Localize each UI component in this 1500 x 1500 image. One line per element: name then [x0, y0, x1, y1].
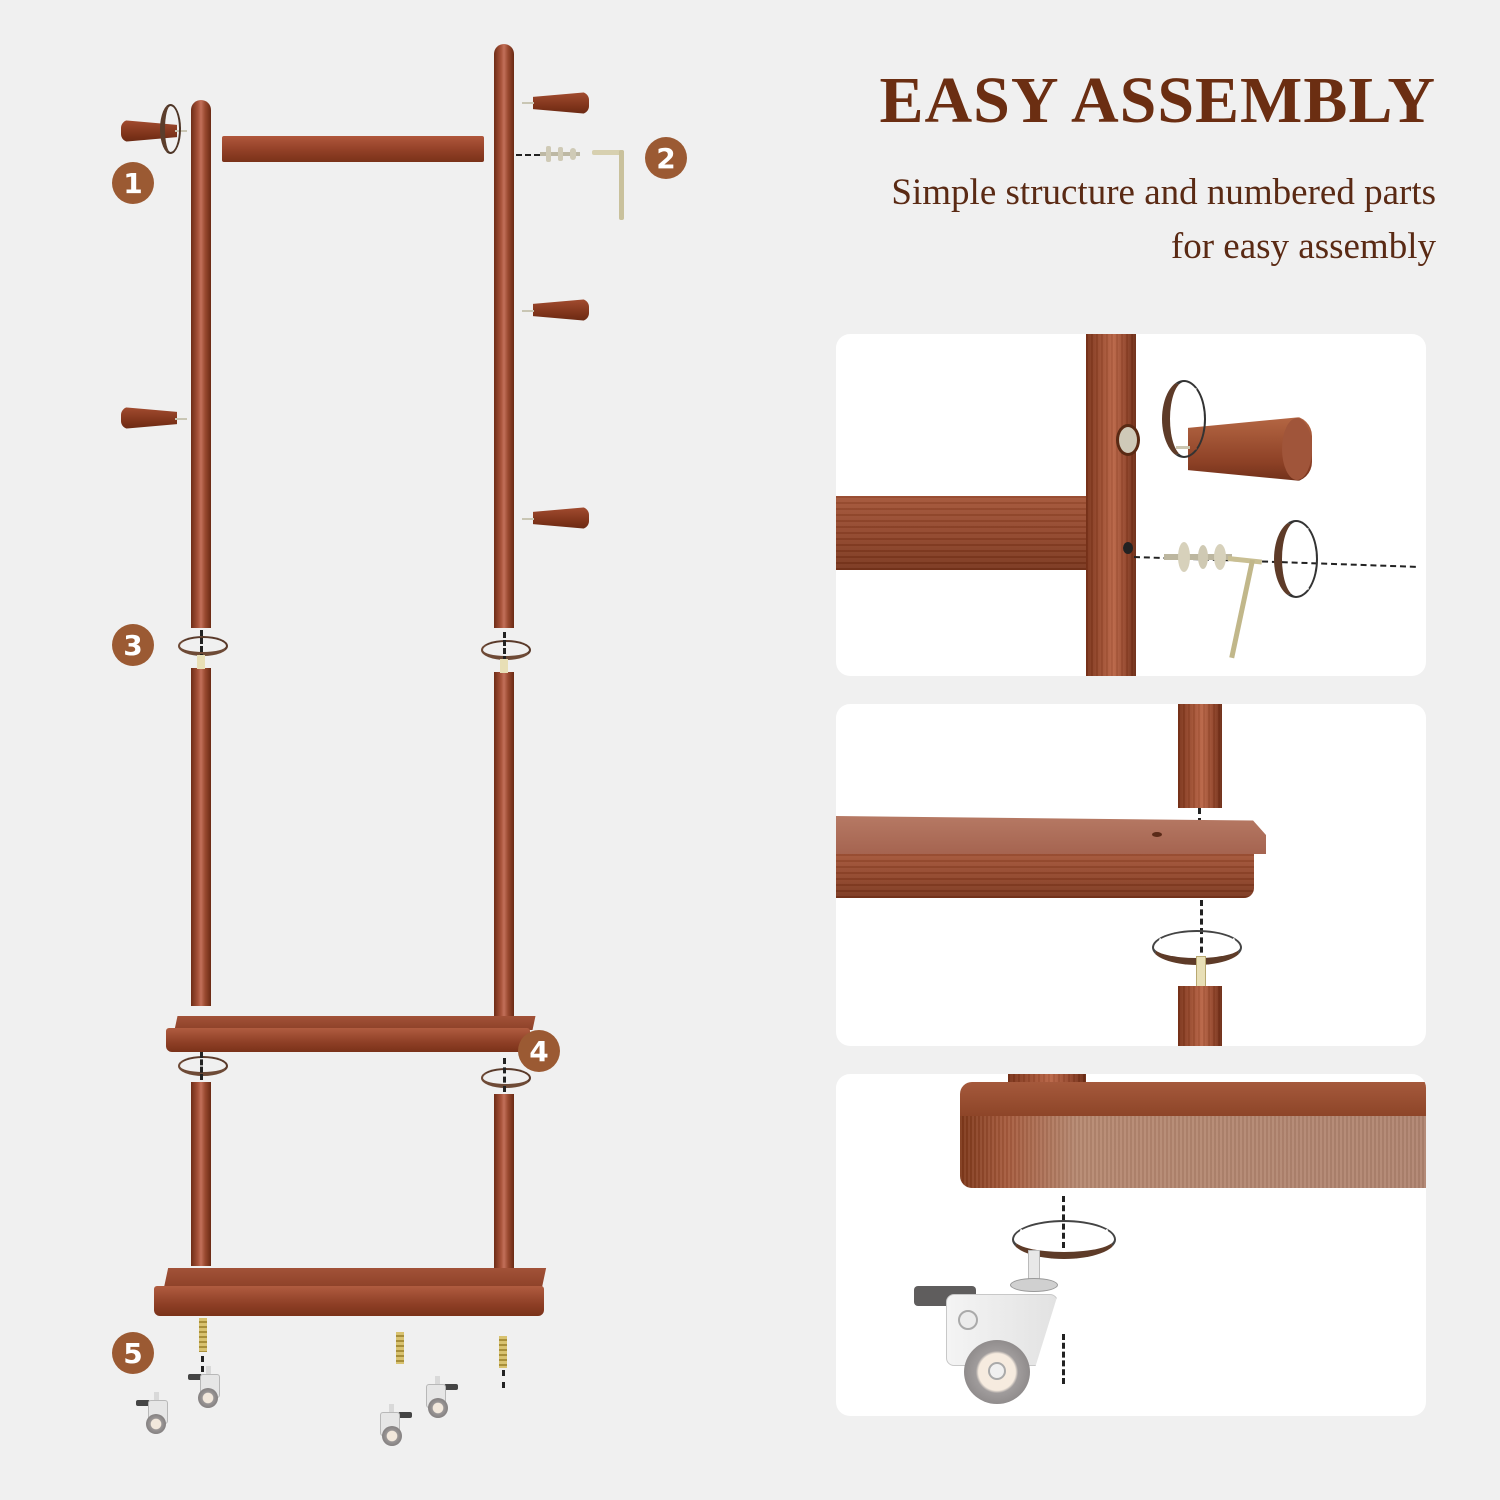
rotate-arrow-icon	[481, 640, 531, 660]
caster-screw	[199, 1318, 207, 1352]
hook-pin	[522, 310, 534, 312]
shelf-hole	[1152, 832, 1162, 837]
step-badge-4: 4	[518, 1030, 560, 1072]
pole-closeup	[1086, 334, 1136, 676]
allen-key-closeup	[1227, 556, 1264, 664]
page-title: EASY ASSEMBLY	[879, 64, 1436, 137]
hook-pin	[522, 518, 534, 520]
caster-screw	[396, 1332, 404, 1364]
step-badge-1: 1	[112, 162, 154, 204]
rotate-arrow-icon	[178, 1056, 228, 1076]
subtitle-line-1: Simple structure and numbered parts	[891, 172, 1436, 213]
bolt-closeup	[1164, 542, 1232, 572]
crossbar-closeup	[836, 496, 1086, 570]
alignment-line	[1198, 808, 1201, 824]
bottom-shelf-closeup-edge	[960, 1116, 1426, 1188]
alignment-line	[1062, 1334, 1065, 1384]
hook-right-2	[533, 299, 589, 321]
alignment-line	[200, 630, 203, 660]
page-subtitle: Simple structure and numbered parts for …	[676, 166, 1436, 274]
bottom-shelf-closeup-top	[960, 1082, 1426, 1118]
bottom-shelf-top	[163, 1268, 547, 1288]
dowel-pin	[197, 655, 205, 669]
rotate-arrow-icon	[178, 636, 228, 656]
allen-key-icon	[592, 150, 626, 222]
hook-pin	[175, 130, 187, 132]
alignment-line	[201, 1356, 204, 1382]
step-badge-3: 3	[112, 624, 154, 666]
alignment-line	[503, 632, 506, 662]
bolt-icon	[540, 146, 580, 162]
detail-panel-caster	[836, 1074, 1426, 1416]
alignment-line	[516, 154, 540, 156]
crossbar	[222, 136, 484, 162]
detail-panel-hook-bolt	[836, 334, 1426, 676]
right-pole-upper	[494, 44, 514, 628]
rotate-arrow-icon	[160, 104, 181, 154]
alignment-line	[502, 1370, 505, 1388]
dowel-pin	[500, 659, 508, 673]
hook-right-3	[533, 507, 589, 529]
right-pole-middle	[494, 672, 514, 1018]
hook-pin	[522, 102, 534, 104]
shelf-closeup-edge	[836, 854, 1254, 898]
hook-pin	[175, 418, 187, 420]
shelf-closeup-top	[836, 816, 1266, 854]
caster-wheel-icon	[372, 1404, 412, 1448]
alignment-line	[200, 1052, 203, 1080]
upper-shelf	[166, 1028, 530, 1052]
rotate-arrow-icon	[1012, 1220, 1116, 1259]
rotate-arrow-icon	[1274, 520, 1318, 598]
caster-wheel-icon	[136, 1392, 176, 1436]
left-pole-upper	[191, 100, 211, 628]
bolt-socket	[1123, 542, 1133, 554]
hook-right-top	[533, 92, 589, 114]
step-badge-2: 2	[645, 137, 687, 179]
caster-closeup-icon	[914, 1250, 1084, 1404]
hook-socket	[1116, 424, 1140, 456]
caster-wheel-icon	[418, 1376, 458, 1420]
left-pole-lower	[191, 1082, 211, 1266]
hook-left-middle	[121, 407, 177, 429]
alignment-line	[503, 1058, 506, 1092]
subtitle-line-2: for easy assembly	[1170, 226, 1436, 267]
pole-closeup-upper	[1178, 704, 1222, 808]
detail-panel-shelf-pole	[836, 704, 1426, 1046]
hook-end-face	[1282, 418, 1312, 480]
bottom-shelf	[154, 1286, 544, 1316]
right-pole-lower	[494, 1094, 514, 1274]
caster-wheel-icon	[188, 1366, 228, 1410]
step-badge-5: 5	[112, 1332, 154, 1374]
dowel-pin	[1196, 956, 1206, 990]
pole-closeup-lower	[1178, 986, 1222, 1046]
caster-screw	[499, 1336, 507, 1368]
rotate-arrow-icon	[1162, 380, 1206, 458]
rotate-arrow-icon	[481, 1068, 531, 1088]
left-pole-middle	[191, 668, 211, 1006]
